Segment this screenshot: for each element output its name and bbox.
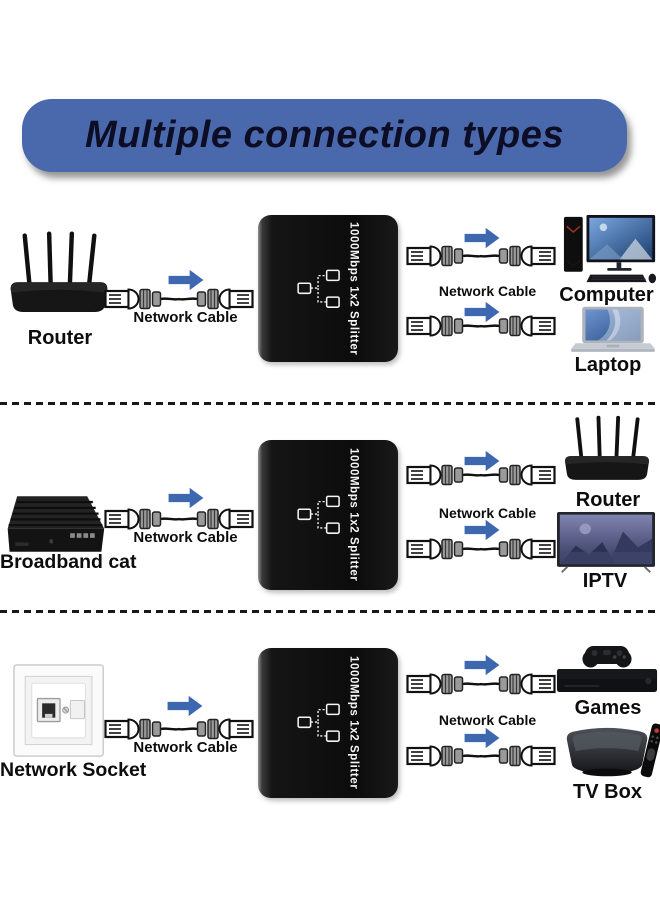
splitter-label: 1000Mbps 1x2 Splitter xyxy=(347,656,360,790)
left-cable-label: Network Cable xyxy=(133,739,238,756)
splitter-label: 1000Mbps 1x2 Splitter xyxy=(347,221,360,356)
source-label: Broadband cat xyxy=(0,551,137,573)
right-cable-label: Network Cable xyxy=(438,505,537,521)
splitter-ports-icon xyxy=(296,703,340,742)
output-bottom-label: IPTV xyxy=(582,570,628,592)
splitter-label: 1000Mbps 1x2 Splitter xyxy=(347,448,360,582)
splitter-device: 1000Mbps 1x2 Splitter xyxy=(258,440,398,590)
left-cable-label: Network Cable xyxy=(133,529,238,546)
game-console-icon xyxy=(556,646,658,692)
left-cable-label: Network Cable xyxy=(133,309,238,326)
page-title: Multiple connection types xyxy=(84,114,565,156)
output-bottom-label: TV Box xyxy=(573,781,642,803)
dashed-divider xyxy=(0,402,660,405)
output-top-label: Computer xyxy=(559,284,654,306)
network-cable-icon xyxy=(405,668,557,700)
right-cable-label: Network Cable xyxy=(438,283,537,299)
output-top-label: Games xyxy=(574,697,642,719)
source-label: Router xyxy=(27,327,93,349)
source-label: Network Socket xyxy=(0,759,147,781)
network-cable-icon xyxy=(405,740,557,772)
splitter-device: 1000Mbps 1x2 Splitter xyxy=(258,215,398,362)
title-banner: Multiple connection types xyxy=(22,99,627,172)
right-cable-label: Network Cable xyxy=(438,712,537,728)
output-bottom-label: Laptop xyxy=(574,354,642,376)
output-top-label: Router xyxy=(575,489,641,511)
dashed-divider xyxy=(0,610,660,613)
wall-network-socket-icon xyxy=(13,664,104,757)
tv-box-with-remote-icon xyxy=(566,722,660,779)
splitter-device: 1000Mbps 1x2 Splitter xyxy=(258,648,398,798)
